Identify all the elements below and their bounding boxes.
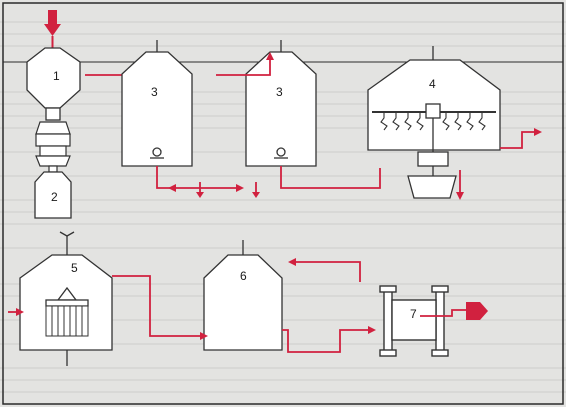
unit-4-sprayer bbox=[367, 46, 501, 199]
unit-7-label: 7 bbox=[410, 307, 417, 321]
vessel-5-extractor bbox=[19, 231, 113, 366]
vessel-3a-label: 3 bbox=[151, 85, 158, 99]
vessel-3a-tank bbox=[121, 40, 193, 167]
vessel-6-label: 6 bbox=[240, 269, 247, 283]
vessel-2-label: 2 bbox=[51, 190, 58, 204]
pipe-6-to-7 bbox=[282, 258, 376, 353]
vessel-1-label: 1 bbox=[53, 69, 60, 83]
vessel-3b-label: 3 bbox=[276, 85, 283, 99]
vessel-5-label: 5 bbox=[71, 261, 78, 275]
background-text-texture bbox=[0, 21, 566, 393]
vessel-6-tank bbox=[203, 240, 283, 351]
pipe-5-to-6 bbox=[112, 275, 208, 340]
pipe-7-outlet bbox=[420, 309, 470, 317]
pipe-3-to-3 bbox=[216, 52, 274, 76]
vessel-5-filter-basket bbox=[45, 305, 89, 337]
product-outlet-arrow bbox=[466, 302, 488, 320]
unit-4-spray-nozzles bbox=[380, 112, 486, 131]
pipe-5-inlet bbox=[8, 308, 24, 316]
vessel-2-receiver bbox=[34, 171, 72, 219]
mixer-unit bbox=[35, 121, 71, 173]
unit-4-label: 4 bbox=[429, 77, 436, 91]
pipe-4-outlet bbox=[456, 128, 542, 200]
pipe-transfer-3-manifold bbox=[156, 166, 381, 198]
vessel-1-hopper bbox=[26, 47, 81, 121]
unit-7-filter-press bbox=[379, 285, 449, 357]
